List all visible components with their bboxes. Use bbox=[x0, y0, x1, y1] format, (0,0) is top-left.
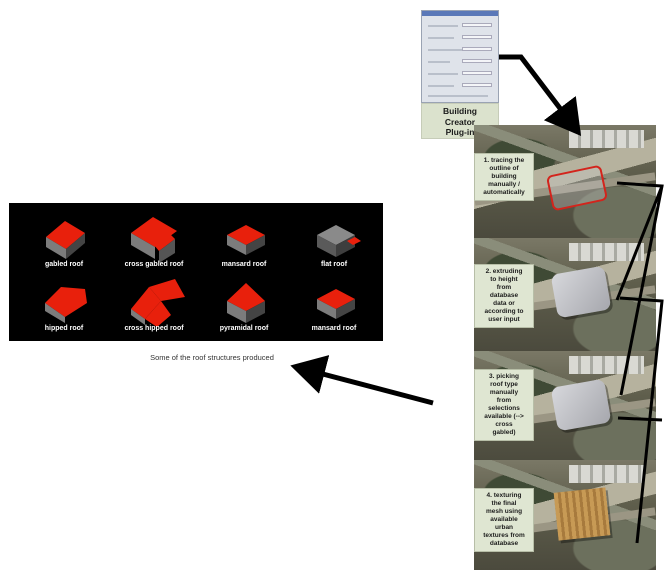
roof-label: hipped roof bbox=[44, 325, 84, 332]
roof-illustration bbox=[227, 225, 265, 255]
caption-line: 3. picking bbox=[489, 373, 519, 380]
arrow-plugin-to-step1 bbox=[499, 54, 582, 136]
dialog-row bbox=[428, 37, 454, 39]
dialog-field bbox=[462, 83, 492, 87]
roof-label: cross gabled roof bbox=[124, 261, 184, 268]
roof-illustration bbox=[45, 287, 87, 323]
caption-line: automatically bbox=[483, 189, 525, 196]
caption-line: roof type bbox=[490, 381, 518, 388]
arrow-bracket-step3 bbox=[617, 416, 663, 422]
roof-illustration bbox=[317, 289, 355, 319]
arrow-bracket-connector bbox=[615, 185, 664, 301]
caption-line: cross bbox=[495, 421, 513, 428]
plugin-label-line: Creator bbox=[444, 116, 476, 127]
roof-label: cross hipped roof bbox=[124, 325, 184, 332]
caption-line: 4. texturing bbox=[486, 492, 522, 499]
caption-line: manually / bbox=[488, 181, 520, 188]
roof-type-cross-hipped: cross hipped roof bbox=[109, 273, 199, 338]
roof-label: mansard roof bbox=[311, 325, 357, 332]
roof-type-pyramidal: pyramidal roof bbox=[199, 273, 289, 338]
dialog-field bbox=[462, 35, 492, 39]
roof-illustration bbox=[227, 283, 265, 323]
aerial-step-4: 4. texturing the final mesh using availa… bbox=[474, 460, 656, 570]
caption-line: database bbox=[489, 540, 519, 547]
plugin-dialog-thumbnail bbox=[421, 10, 499, 103]
caption-line: data or bbox=[493, 300, 515, 307]
rooftops bbox=[569, 243, 644, 261]
arrow-bracket-step2 bbox=[619, 296, 664, 544]
dialog-row bbox=[428, 95, 488, 97]
caption-line: textures from bbox=[483, 532, 525, 539]
dialog-field bbox=[462, 59, 492, 63]
caption-line: user input bbox=[488, 316, 520, 323]
dialog-row bbox=[428, 49, 462, 51]
caption-line: outline of bbox=[489, 165, 519, 172]
caption-line: mesh using bbox=[485, 508, 523, 515]
step-caption-3: 3. picking roof type manually from selec… bbox=[474, 369, 534, 441]
rooftops bbox=[569, 465, 644, 483]
roof-type-mansard: mansard roof bbox=[289, 273, 379, 338]
roof-illustration bbox=[131, 279, 185, 327]
caption-line: available (--> bbox=[484, 413, 524, 420]
caption-line: according to bbox=[484, 308, 524, 315]
roof-illustration bbox=[131, 217, 177, 263]
roof-illustration bbox=[46, 221, 85, 259]
step-caption-2: 2. extruding to height from database dat… bbox=[474, 264, 534, 328]
step-caption-1: 1. tracing the outline of building manua… bbox=[474, 153, 534, 201]
plugin-label-line: Plug-in bbox=[445, 127, 475, 137]
plugin-label-line: Building bbox=[443, 106, 477, 116]
roof-types-panel: gabled roof cross gabled roof mansard roof… bbox=[9, 203, 383, 341]
dialog-row bbox=[428, 73, 458, 75]
caption-line: urban bbox=[494, 524, 514, 531]
caption-line: to height bbox=[490, 276, 518, 283]
aerial-step-2: 2. extruding to height from database dat… bbox=[474, 238, 656, 351]
dialog-field bbox=[462, 47, 492, 51]
roof-type-mansard: mansard roof bbox=[199, 209, 289, 274]
roof-label: gabled roof bbox=[44, 261, 84, 268]
dialog-field bbox=[462, 71, 492, 75]
roof-label: pyramidal roof bbox=[219, 325, 269, 332]
dialog-field bbox=[462, 23, 492, 27]
roof-type-cross-gabled: cross gabled roof bbox=[109, 209, 199, 274]
dialog-row bbox=[428, 25, 458, 27]
dialog-row bbox=[428, 61, 450, 63]
arrow-to-roof-panel bbox=[290, 355, 434, 406]
caption-line: manually bbox=[489, 389, 519, 396]
plugin-titlebar bbox=[422, 11, 498, 16]
roof-illustration bbox=[317, 225, 361, 257]
dialog-row bbox=[428, 85, 454, 87]
caption-line: gabled) bbox=[492, 429, 516, 436]
caption-line: the final bbox=[491, 500, 517, 507]
roof-panel-caption: Some of the roof structures produced bbox=[150, 353, 274, 362]
roof-type-gabled: gabled roof bbox=[19, 209, 109, 274]
caption-line: building bbox=[491, 173, 517, 180]
caption-line: from bbox=[496, 397, 512, 404]
caption-line: 1. tracing the bbox=[483, 157, 525, 164]
roof-type-hipped: hipped roof bbox=[19, 273, 109, 338]
aerial-step-1: 1. tracing the outline of building manua… bbox=[474, 125, 656, 238]
rooftops bbox=[569, 130, 644, 148]
roof-type-flat: flat roof bbox=[289, 209, 379, 274]
step-caption-4: 4. texturing the final mesh using availa… bbox=[474, 488, 534, 552]
caption-line: available bbox=[490, 516, 518, 523]
caption-line: database bbox=[489, 292, 519, 299]
caption-line: 2. extruding bbox=[485, 268, 523, 275]
caption-line: selections bbox=[488, 405, 520, 412]
roof-label: mansard roof bbox=[221, 261, 267, 268]
caption-line: from bbox=[496, 284, 512, 291]
roof-label: flat roof bbox=[320, 261, 348, 268]
